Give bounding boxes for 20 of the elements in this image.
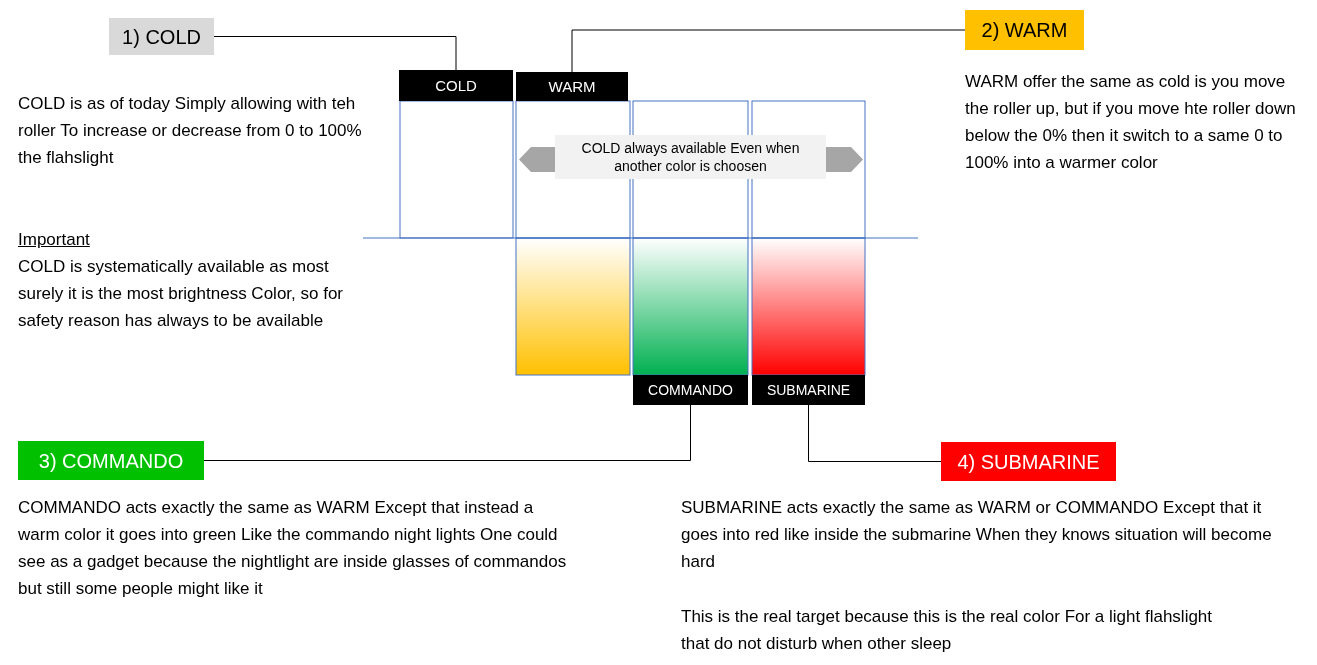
description-text: COLD is systematically available as most surely it is the most brightness Color, so for safety reason has always to be available <box>18 256 345 332</box>
heading-badge: 4) SUBMARINE <box>941 442 1116 481</box>
column-tab: WARM <box>516 72 628 101</box>
leader-line <box>571 29 966 73</box>
callout-box: COLD always available Even when another color is choosen <box>555 135 826 179</box>
column-tab: SUBMARINE <box>752 375 865 405</box>
description-text: This is the real target because this is the real color For a light flahslight that do not disturb when other sleep <box>681 606 1214 655</box>
description-text: WARM offer the same as cold is you move the roller up, but if you move hte roller down below the 0% then it switch to a same 0 to 100% into a warmer color <box>965 71 1297 174</box>
description-text: COLD is as of today Simply allowing with teh roller To increase or decrease from 0 to 100% the flahslight <box>18 93 363 169</box>
leader-line <box>203 404 691 461</box>
column-tab: COMMANDO <box>633 375 748 405</box>
description-text: COMMANDO acts exactly the same as WARM Except that instead a warm color it goes into green Like the commando night lights One could see as a gadget because the nightlight are inside glasses of commandos but still some people might like it <box>18 497 568 600</box>
column-tab: COLD <box>399 70 513 101</box>
description-text: SUBMARINE acts exactly the same as WARM or COMMANDO Except that it goes into red like inside the submarine When they knows situation will become hard <box>681 497 1273 573</box>
heading-badge: 1) COLD <box>109 18 214 55</box>
leader-line <box>213 36 457 71</box>
note-heading: Important <box>18 229 90 251</box>
leader-line <box>808 404 942 462</box>
heading-badge: 3) COMMANDO <box>18 441 204 480</box>
heading-badge: 2) WARM <box>965 10 1084 50</box>
